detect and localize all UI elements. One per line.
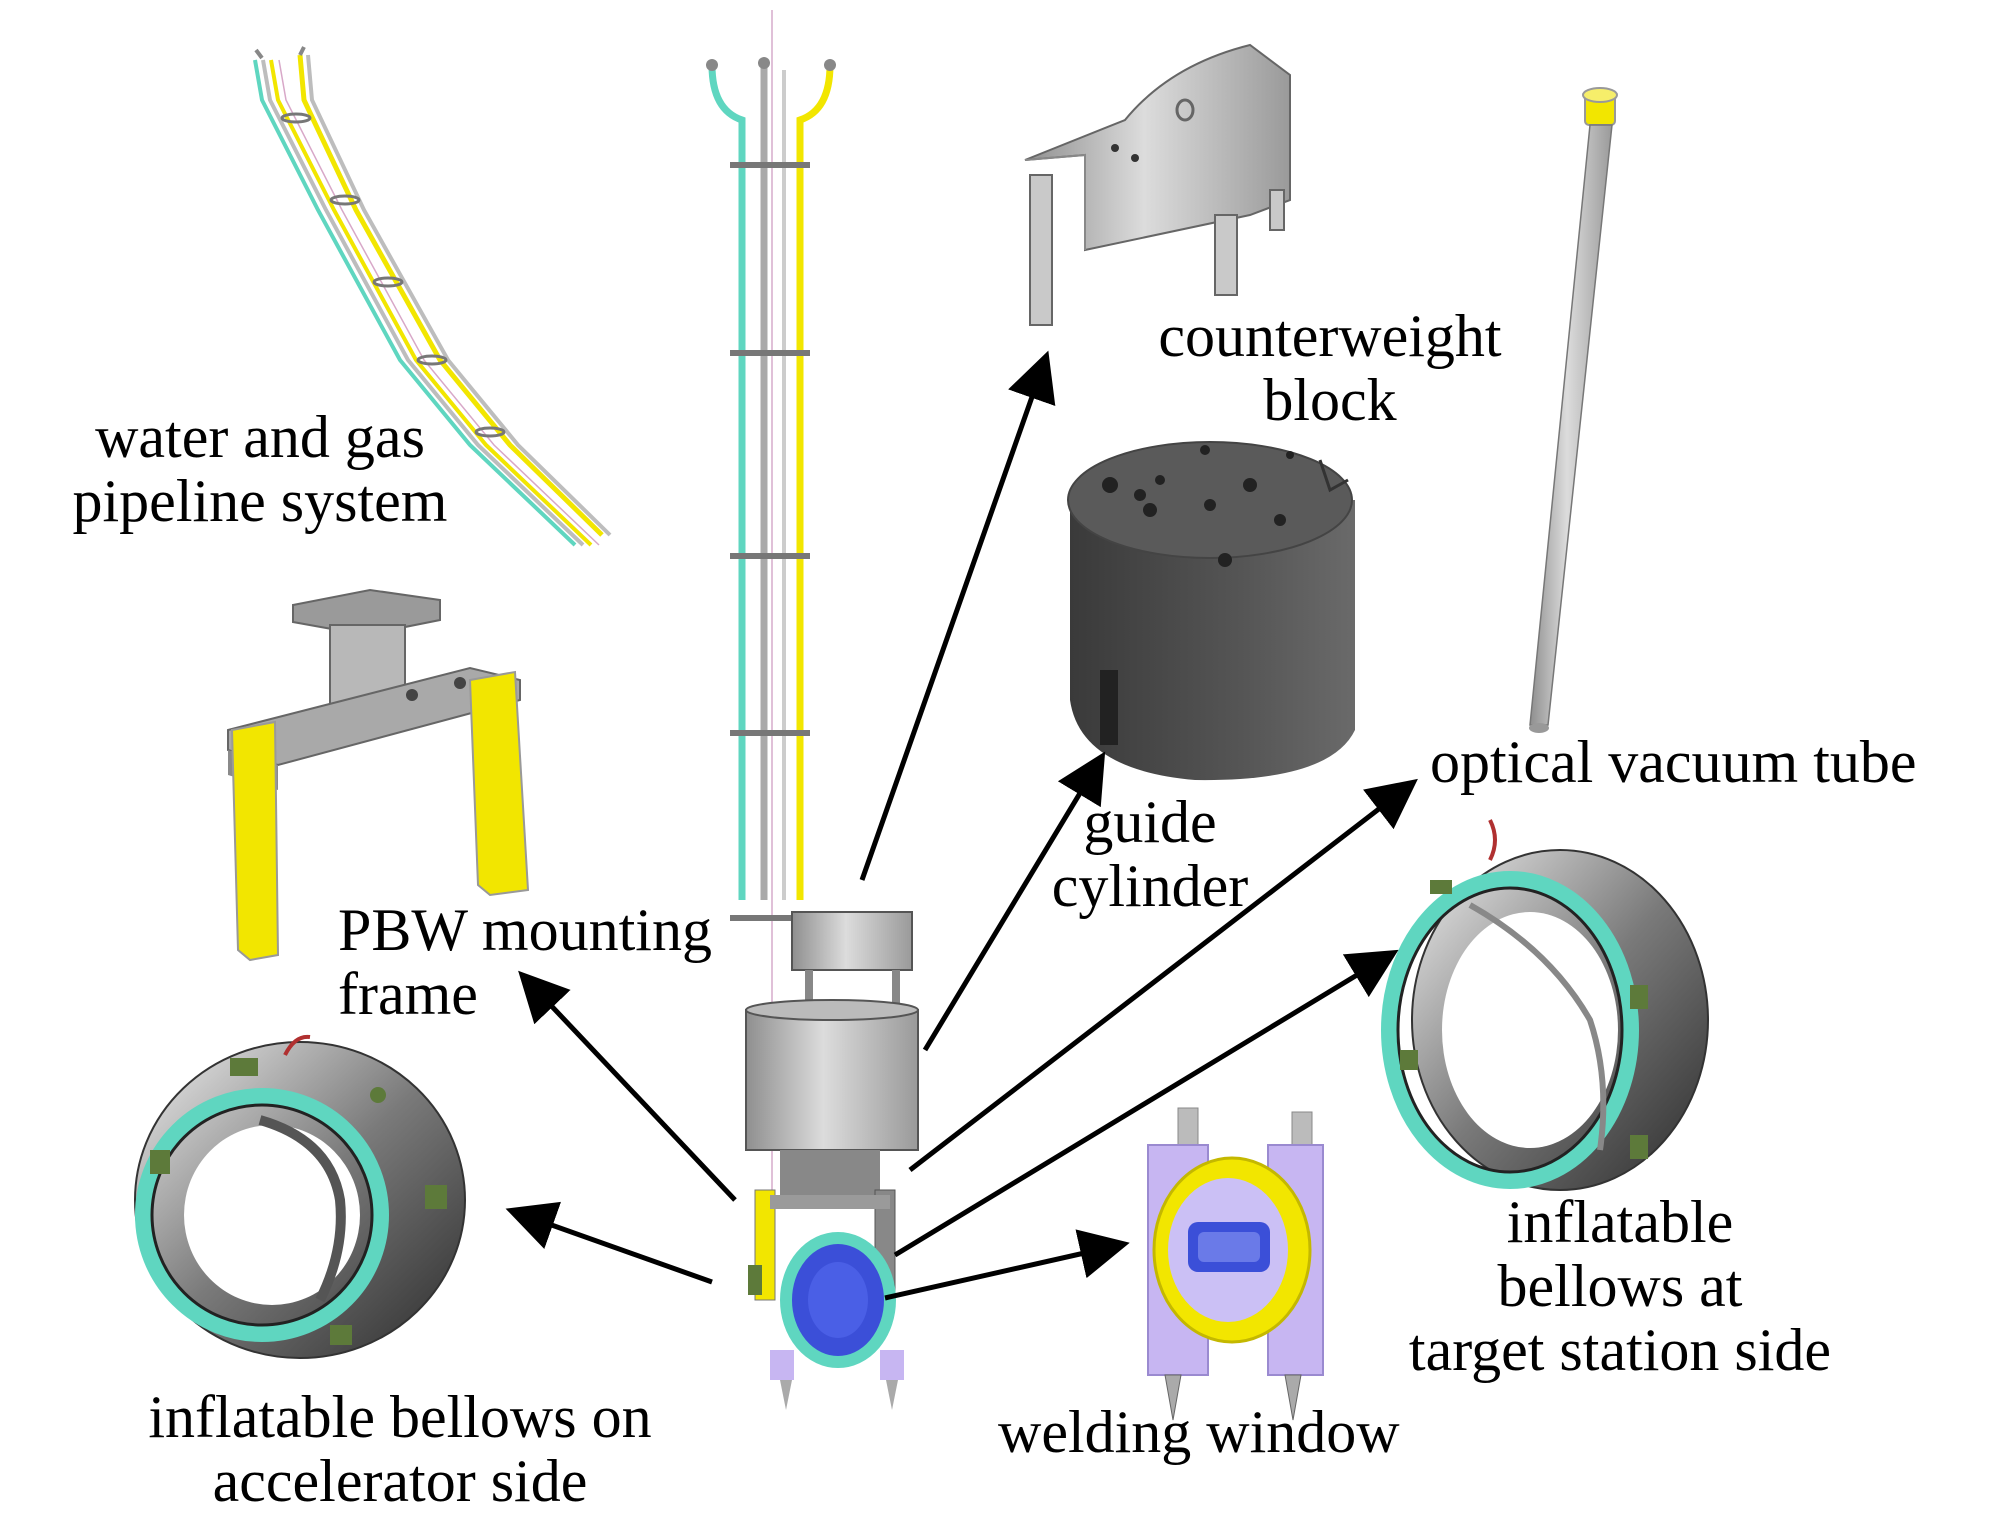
callout-arrows (505, 350, 1418, 1301)
label-counterweight-line1: counterweight (1158, 303, 1502, 369)
label-bellows-accel-line1: inflatable bellows on (148, 1384, 652, 1450)
counterweight-block-illustration (1024, 43, 1291, 326)
arrow-to-pbw-frame (518, 970, 737, 1202)
label-pbw-mounting-frame: PBW mounting frame (338, 898, 712, 1026)
label-guide-line2: cylinder (1051, 853, 1249, 919)
arrow-to-bellows-accelerator (505, 1201, 713, 1285)
label-welding-window: welding window (998, 1400, 1400, 1464)
arrow-to-optical-tube (908, 778, 1418, 1172)
label-bellows-target-line2: bellows at (1497, 1253, 1743, 1319)
optical-vacuum-tube-illustration (1529, 87, 1618, 733)
label-pbw-line1: PBW mounting (338, 897, 712, 963)
bellows-accelerator-illustration (134, 1034, 466, 1359)
guide-cylinder-illustration (1067, 441, 1355, 781)
bellows-target-illustration (1381, 819, 1709, 1191)
central-assembly-illustration (706, 10, 919, 1410)
label-welding-line1: welding window (998, 1399, 1400, 1465)
label-optical-line1: optical vacuum tube (1430, 729, 1917, 795)
label-guide-cylinder: guide cylinder (1020, 790, 1280, 918)
welding-window-illustration (1147, 1107, 1324, 1421)
label-bellows-target-line1: inflatable (1506, 1189, 1734, 1255)
pbw-mounting-frame-illustration (227, 588, 530, 962)
label-water-gas-pipeline: water and gas pipeline system (40, 405, 480, 533)
label-optical-vacuum-tube: optical vacuum tube (1430, 730, 1917, 794)
label-bellows-target-side: inflatable bellows at target station sid… (1360, 1190, 1880, 1382)
arrow-to-guide-cylinder (922, 751, 1106, 1052)
label-guide-line1: guide (1083, 789, 1217, 855)
label-counterweight-line2: block (1263, 367, 1397, 433)
label-pbw-line2: frame (338, 961, 478, 1027)
label-bellows-target-line3: target station side (1408, 1317, 1832, 1383)
label-water-gas-line1: water and gas (95, 404, 425, 470)
arrow-to-bellows-target (893, 949, 1399, 1258)
pipeline-system-illustration (253, 46, 612, 547)
label-bellows-accelerator-side: inflatable bellows on accelerator side (100, 1385, 700, 1513)
label-water-gas-line2: pipeline system (72, 468, 448, 534)
label-counterweight-block: counterweight block (1120, 304, 1540, 432)
label-bellows-accel-line2: accelerator side (212, 1448, 588, 1514)
arrow-to-welding-window (884, 1229, 1130, 1301)
arrow-to-counterweight (859, 350, 1056, 881)
